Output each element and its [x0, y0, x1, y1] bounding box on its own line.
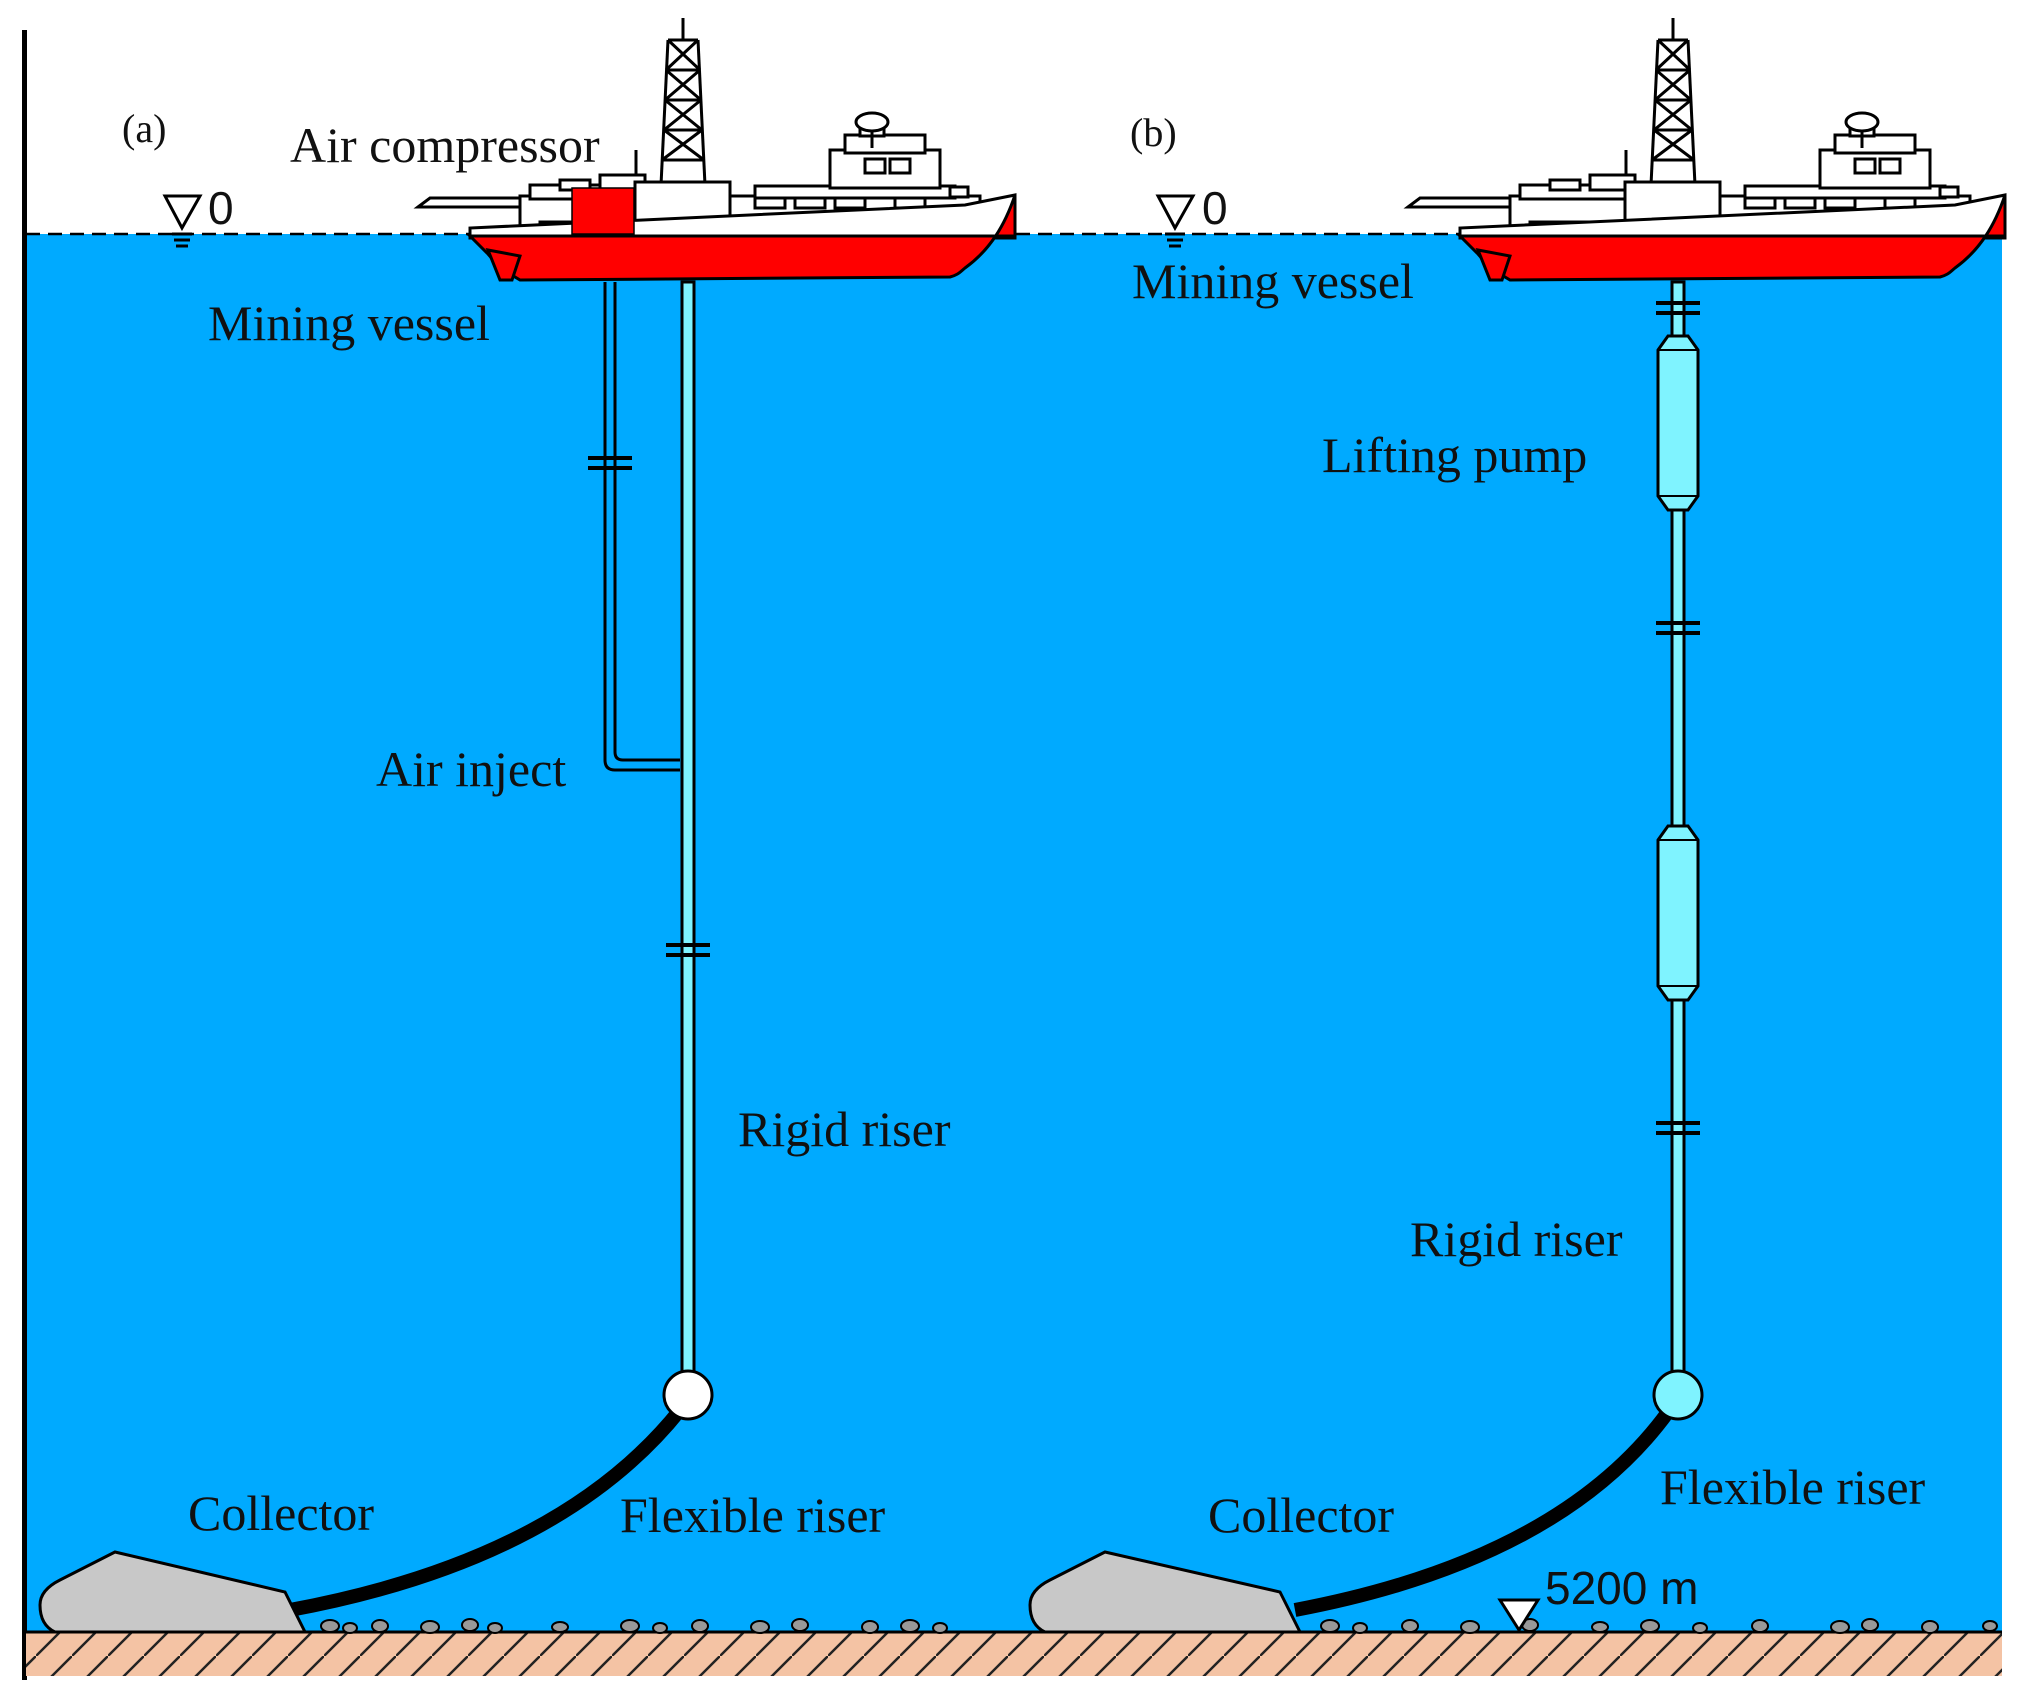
- lifting-pump-lower: [1656, 824, 1700, 1002]
- label-flexible-riser-a: Flexible riser: [620, 1487, 886, 1543]
- sea-water: [26, 234, 2002, 1632]
- label-collector-b: Collector: [1208, 1487, 1394, 1543]
- seabed-depth-value: 5200 m: [1545, 1562, 1698, 1614]
- riser-connector-ball-b: [1652, 1369, 1704, 1421]
- frame-left-edge: [22, 30, 27, 1680]
- label-air-compressor: Air compressor: [290, 117, 600, 173]
- flexible-riser-a: [288, 1405, 686, 1617]
- seabed-depth-marker: [1497, 1598, 1541, 1633]
- label-flexible-riser-b: Flexible riser: [1660, 1459, 1926, 1515]
- rigid-riser-a: [680, 280, 696, 1374]
- riser-connector-ball-a: [662, 1369, 714, 1421]
- panel-a-tag: (a): [122, 106, 166, 151]
- surface-level-marker-a: [162, 194, 203, 248]
- label-rigid-riser-b: Rigid riser: [1410, 1211, 1623, 1267]
- seabed-nodules: [320, 1618, 1998, 1634]
- collector-b: [1028, 1550, 1303, 1634]
- air-compressor-unit: [571, 187, 635, 235]
- label-mining-vessel-a: Mining vessel: [208, 295, 490, 351]
- label-rigid-riser-a: Rigid riser: [738, 1101, 951, 1157]
- seabed-hatching: [26, 1632, 2002, 1676]
- panel-b-tag: (b): [1130, 110, 1177, 155]
- flexible-riser-b: [1293, 1407, 1674, 1617]
- panel-b: (b) 0 5200 m Mining vessel Lifting pump …: [1028, 16, 2007, 1634]
- label-collector-a: Collector: [188, 1485, 374, 1541]
- label-lifting-pump: Lifting pump: [1322, 427, 1587, 483]
- label-mining-vessel-b: Mining vessel: [1132, 253, 1414, 309]
- lifting-pump-upper: [1656, 334, 1700, 512]
- panel-a: (a) 0 Air compressor Mining vessel Air i…: [38, 16, 1017, 1634]
- surface-level-value-a: 0: [208, 182, 234, 234]
- mining-vessel-b: [1406, 16, 2007, 282]
- surface-level-marker-b: [1155, 194, 1196, 248]
- label-air-inject: Air inject: [376, 741, 566, 797]
- collector-a: [38, 1550, 308, 1634]
- air-line: [603, 282, 680, 772]
- surface-level-value-b: 0: [1202, 182, 1228, 234]
